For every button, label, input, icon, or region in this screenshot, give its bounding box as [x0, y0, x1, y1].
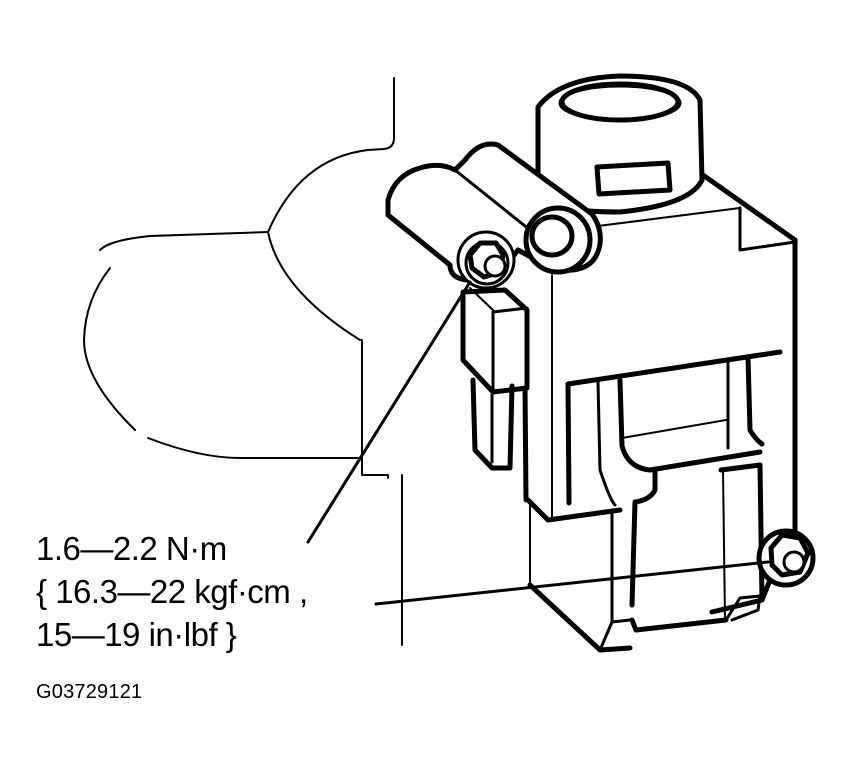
torque-specification: 1.6—2.2 N·m { 16.3—22 kgf·cm , 15—19 in·…	[36, 527, 308, 656]
side-cylinder	[385, 141, 603, 503]
upper-left-bolt	[456, 230, 516, 290]
torque-kgfcm: { 16.3—22 kgf·cm ,	[36, 573, 308, 610]
lower-right-bolt	[756, 528, 816, 588]
background-housing-outline	[83, 77, 403, 646]
leader-lines	[306, 280, 770, 606]
leader-line-upper-bolt	[306, 280, 472, 544]
bracket-body	[525, 73, 798, 653]
torque-inlbf: 15—19 in·lbf }	[36, 616, 237, 653]
figure-id: G03729121	[36, 681, 143, 703]
torque-nm: 1.6—2.2 N·m	[36, 530, 227, 567]
leader-line-lower-bolt	[374, 560, 770, 606]
